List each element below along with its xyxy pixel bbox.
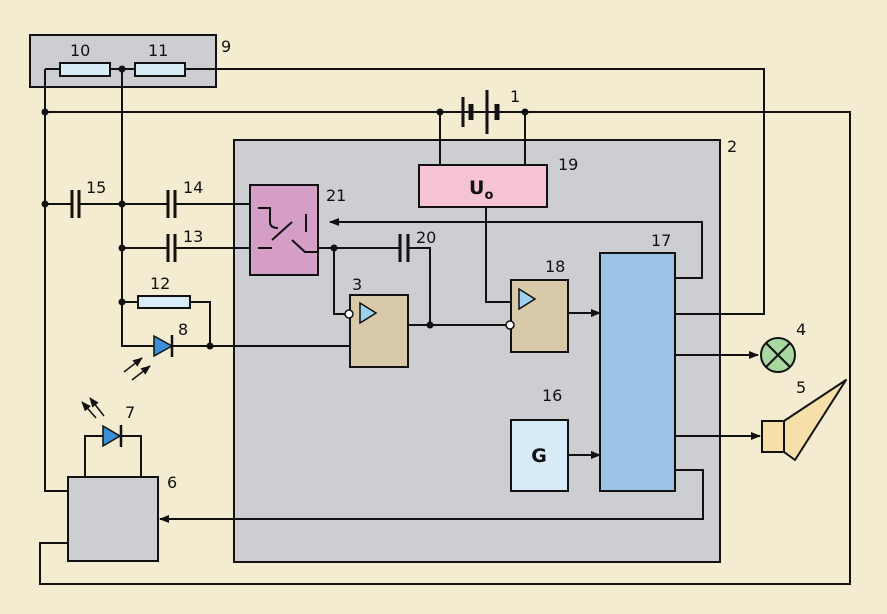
label-14: 14	[183, 178, 203, 197]
label-21: 21	[326, 186, 346, 205]
resistor-11	[134, 62, 186, 77]
generator-symbol: G	[531, 445, 547, 467]
generator-16	[510, 419, 569, 492]
label-4: 4	[796, 320, 806, 339]
junction-nodes	[41, 65, 529, 350]
capacitor-15	[70, 190, 81, 218]
component-labels: 1 2 3 4 5 6 7 8 9 10 11 12 13 14 15 16 1…	[70, 37, 806, 492]
speaker-5	[761, 379, 847, 461]
label-9: 9	[221, 37, 231, 56]
label-5: 5	[796, 378, 806, 397]
label-3: 3	[352, 275, 362, 294]
label-16: 16	[542, 386, 562, 405]
label-17: 17	[651, 231, 671, 250]
logic-block-17	[599, 252, 676, 492]
label-12: 12	[150, 274, 170, 293]
resistor-10	[59, 62, 111, 77]
label-20: 20	[416, 228, 436, 247]
label-11: 11	[148, 41, 168, 60]
comparator-18-inverter	[505, 320, 515, 330]
label-6: 6	[167, 473, 177, 492]
switch-symbol	[258, 207, 318, 253]
comparator-3-inverter	[344, 309, 354, 319]
capacitor-14	[166, 190, 177, 218]
label-1: 1	[510, 87, 520, 106]
label-10: 10	[70, 41, 90, 60]
block-6	[67, 476, 159, 562]
resistor-12	[137, 295, 191, 309]
battery-1	[461, 90, 500, 134]
capacitor-20	[398, 234, 410, 262]
label-8: 8	[178, 320, 188, 339]
label-7: 7	[125, 403, 135, 422]
lamp-4	[760, 337, 796, 373]
photodiode-8	[123, 334, 174, 381]
label-2: 2	[727, 137, 737, 156]
label-15: 15	[86, 178, 106, 197]
voltage-regulator-19	[418, 164, 548, 208]
label-19: 19	[558, 155, 578, 174]
capacitor-13	[166, 234, 177, 262]
comparator-18-symbol	[518, 287, 537, 311]
comparator-3	[349, 294, 409, 368]
comparator-3-symbol	[359, 301, 378, 325]
led-7	[81, 397, 123, 448]
label-18: 18	[545, 257, 565, 276]
regulator-symbol: Uo	[469, 177, 493, 203]
label-13: 13	[183, 227, 203, 246]
